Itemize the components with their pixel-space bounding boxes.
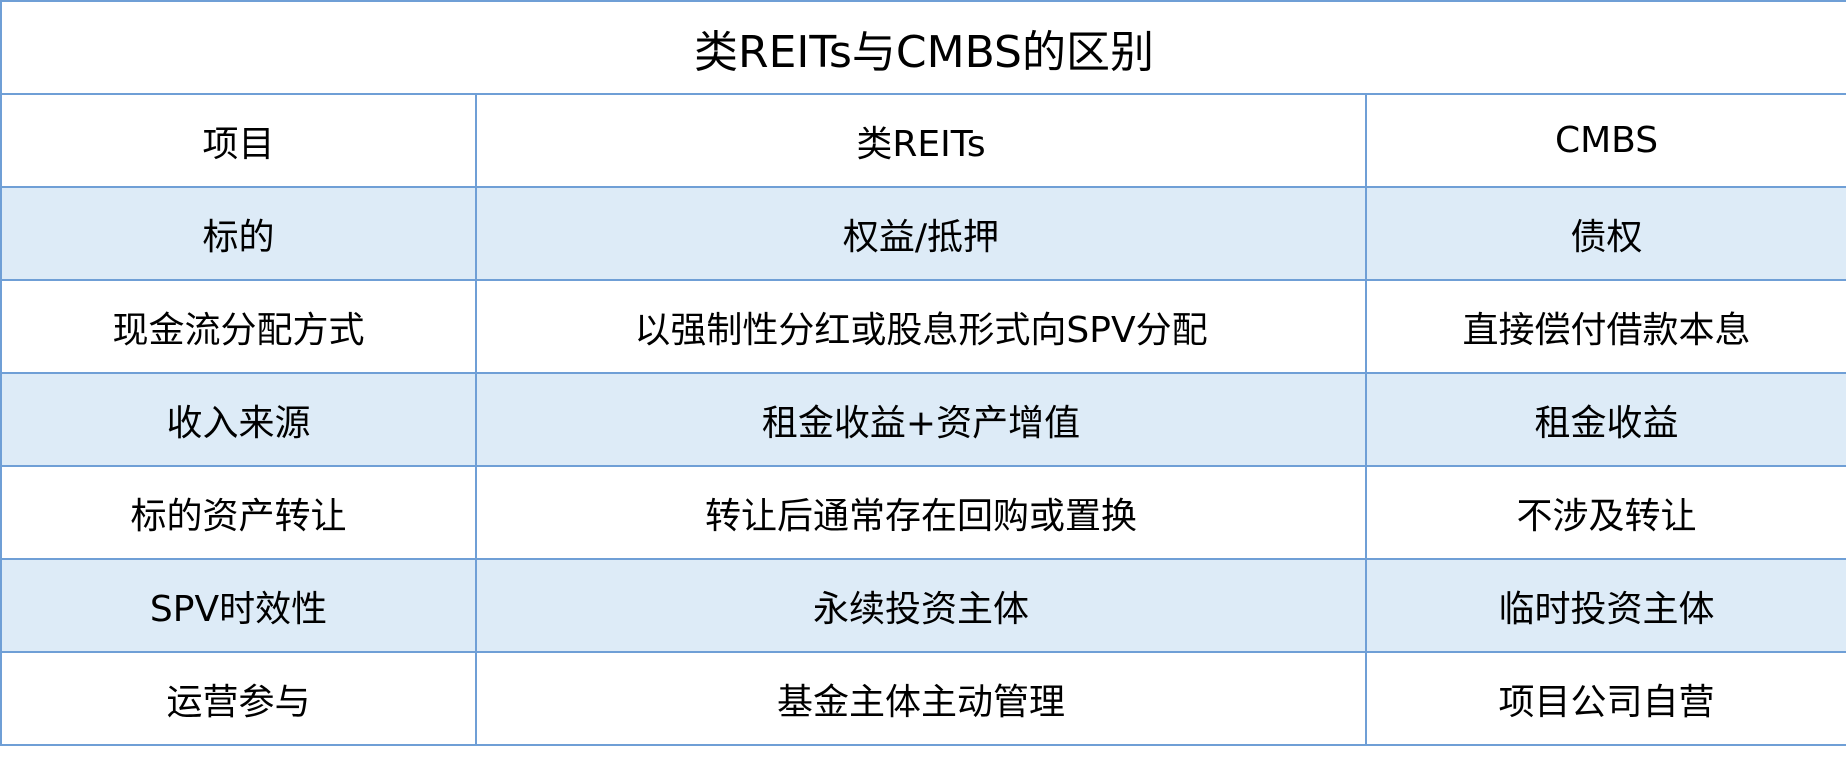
- row-cmbs-cell: 项目公司自营: [1365, 651, 1846, 746]
- row-reits-cell: 基金主体主动管理: [475, 651, 1367, 746]
- table-title: 类REITs与CMBS的区别: [0, 0, 1846, 95]
- column-header-item: 项目: [0, 93, 477, 188]
- row-cmbs-cell: 直接偿付借款本息: [1365, 279, 1846, 374]
- row-item-cell: 现金流分配方式: [0, 279, 477, 374]
- table-header-row: 项目 类REITs CMBS: [0, 93, 1846, 188]
- row-cmbs-cell: 不涉及转让: [1365, 465, 1846, 560]
- row-item-cell: 运营参与: [0, 651, 477, 746]
- table-row: 标的资产转让 转让后通常存在回购或置换 不涉及转让: [0, 465, 1846, 560]
- row-item-cell: 标的: [0, 186, 477, 281]
- row-reits-cell: 权益/抵押: [475, 186, 1367, 281]
- row-cmbs-cell: 临时投资主体: [1365, 558, 1846, 653]
- table-row: 现金流分配方式 以强制性分红或股息形式向SPV分配 直接偿付借款本息: [0, 279, 1846, 374]
- row-item-cell: 标的资产转让: [0, 465, 477, 560]
- row-item-cell: SPV时效性: [0, 558, 477, 653]
- table-row: 标的 权益/抵押 债权: [0, 186, 1846, 281]
- row-reits-cell: 转让后通常存在回购或置换: [475, 465, 1367, 560]
- table-title-row: 类REITs与CMBS的区别: [0, 0, 1846, 95]
- table-row: SPV时效性 永续投资主体 临时投资主体: [0, 558, 1846, 653]
- table-row: 运营参与 基金主体主动管理 项目公司自营: [0, 651, 1846, 746]
- row-cmbs-cell: 租金收益: [1365, 372, 1846, 467]
- table-row: 收入来源 租金收益+资产增值 租金收益: [0, 372, 1846, 467]
- row-item-cell: 收入来源: [0, 372, 477, 467]
- row-cmbs-cell: 债权: [1365, 186, 1846, 281]
- row-reits-cell: 租金收益+资产增值: [475, 372, 1367, 467]
- column-header-reits: 类REITs: [475, 93, 1367, 188]
- row-reits-cell: 永续投资主体: [475, 558, 1367, 653]
- column-header-cmbs: CMBS: [1365, 93, 1846, 188]
- row-reits-cell: 以强制性分红或股息形式向SPV分配: [475, 279, 1367, 374]
